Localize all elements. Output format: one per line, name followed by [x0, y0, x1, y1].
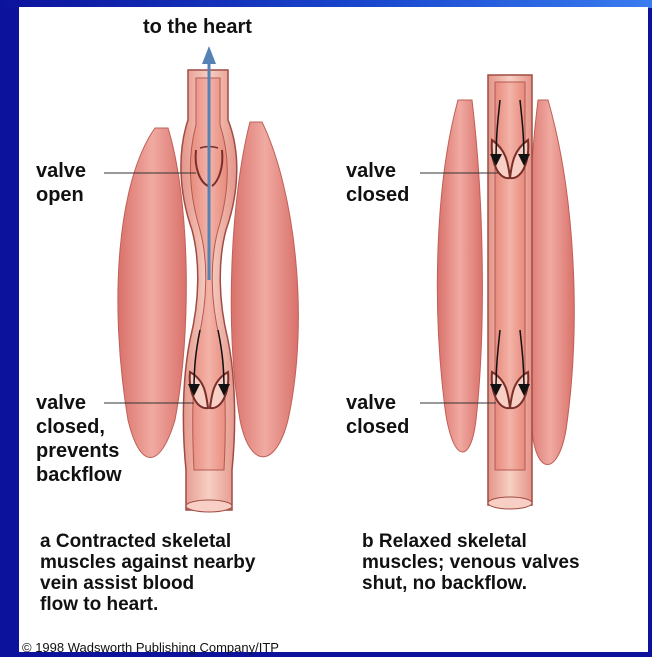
- left-right-muscle: [231, 122, 298, 457]
- right-lower-valve-label: valve closed: [346, 391, 409, 439]
- copyright-notice: © 1998 Wadsworth Publishing Company/ITP: [22, 640, 279, 656]
- right-upper-valve-label: valve closed: [346, 159, 409, 207]
- left-left-muscle: [118, 128, 186, 458]
- right-vein: [488, 75, 532, 509]
- to-the-heart-label: to the heart: [143, 15, 252, 39]
- caption-b: b Relaxed skeletal muscles; venous valve…: [362, 531, 580, 594]
- left-lower-valve-label: valve closed, prevents backflow: [36, 391, 122, 487]
- left-upper-valve-label: valve open: [36, 159, 86, 207]
- right-right-muscle: [526, 100, 574, 465]
- right-left-muscle: [437, 100, 482, 452]
- caption-a: a Contracted skeletal muscles against ne…: [40, 531, 255, 615]
